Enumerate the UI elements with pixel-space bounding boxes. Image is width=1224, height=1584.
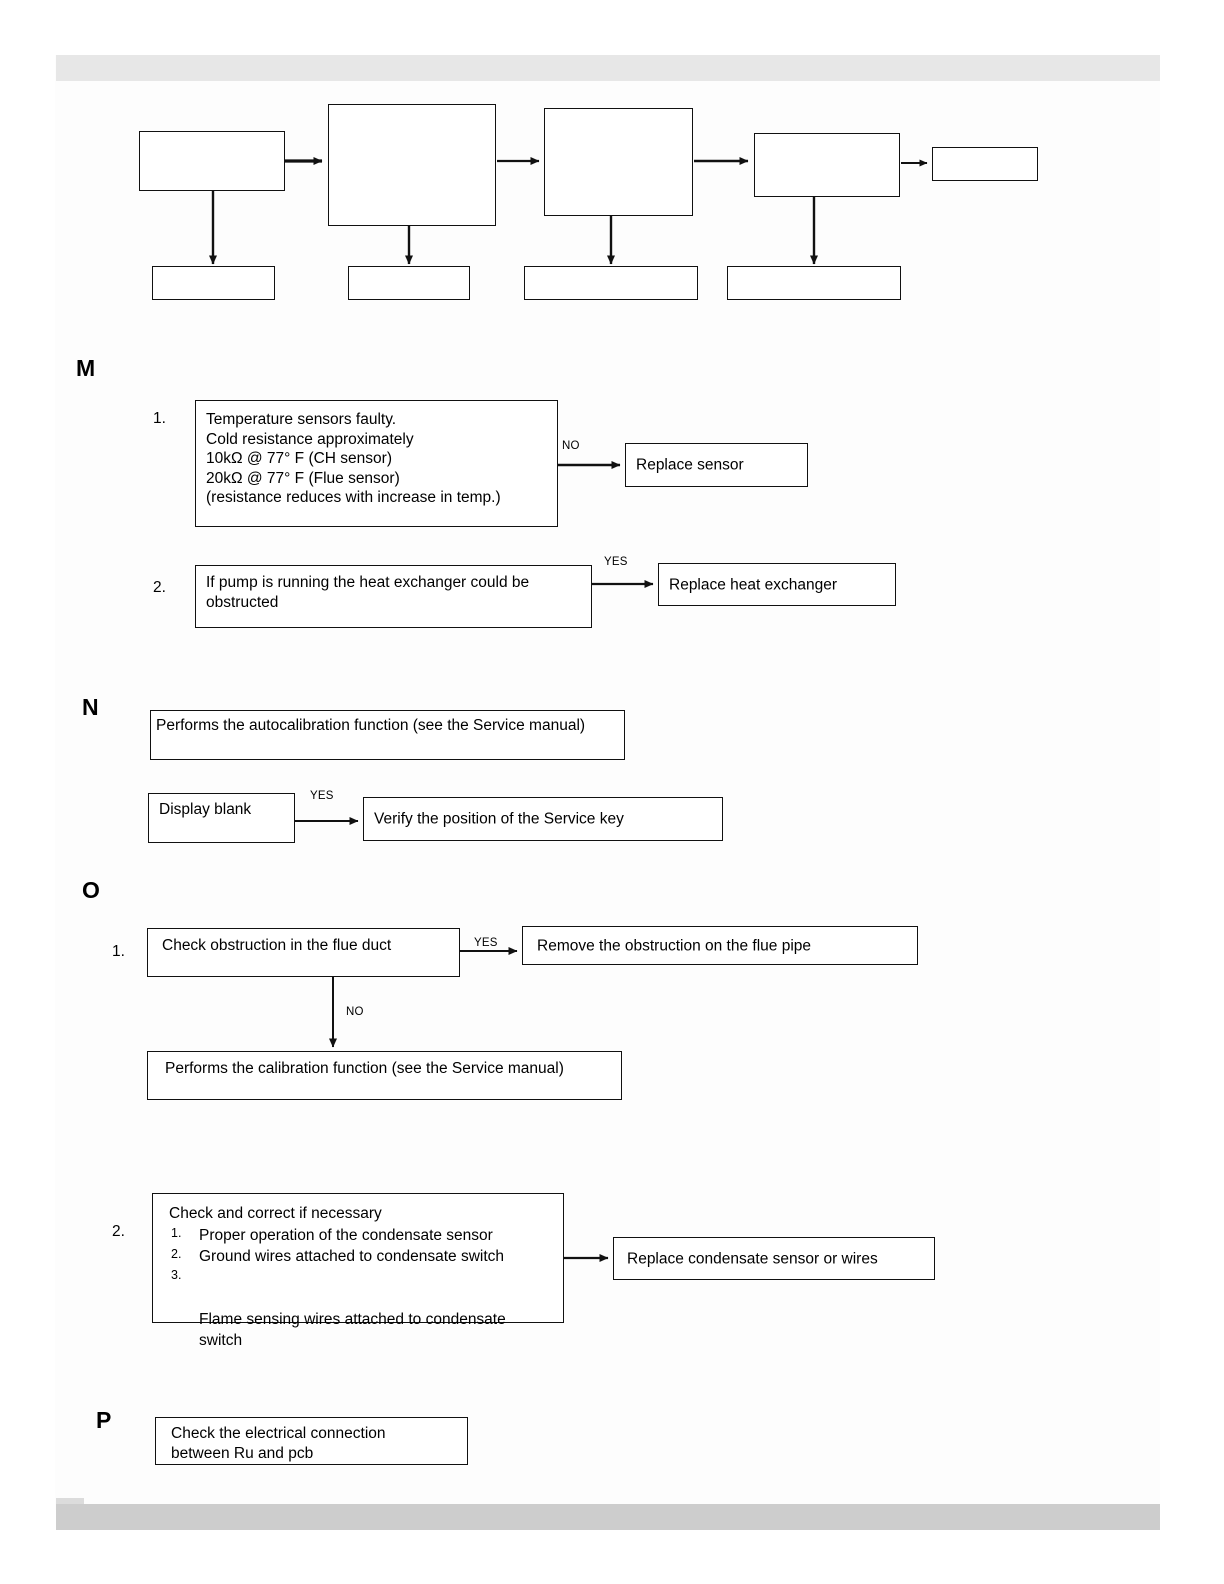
section-m-item-1-result-text: Replace sensor bbox=[636, 456, 744, 474]
section-n-item-1-text: Performs the autocalibration function (s… bbox=[156, 717, 586, 734]
section-o-item-1-branch-yes-label: YES bbox=[474, 937, 498, 949]
section-m-item-2-branch-label: YES bbox=[604, 556, 628, 568]
section-o-item-1-branch-no-label: NO bbox=[346, 1006, 364, 1018]
footer-band-notch bbox=[56, 1498, 84, 1506]
header-band bbox=[56, 55, 1160, 81]
footer-band bbox=[56, 1504, 1160, 1530]
flow-top-box-4 bbox=[754, 133, 900, 197]
list-item: 2. Ground wires attached to condensate s… bbox=[169, 1246, 557, 1267]
flow-top-box-5 bbox=[932, 147, 1038, 181]
section-m-item-1-branch-label: NO bbox=[562, 440, 580, 452]
list-item-index: 2. bbox=[171, 1247, 182, 1261]
flow-bottom-box-2 bbox=[348, 266, 470, 300]
list-item-text: Flame sensing wires attached to condensa… bbox=[199, 1311, 506, 1349]
section-letter-o: O bbox=[82, 877, 101, 903]
section-n-item-1-box: Performs the autocalibration function (s… bbox=[150, 710, 625, 760]
section-m-item-2-result-text: Replace heat exchanger bbox=[669, 575, 838, 593]
list-item-index: 1. bbox=[171, 1226, 182, 1240]
list-item-index: 3. bbox=[171, 1268, 182, 1282]
section-o-item-1-result-no-text: Performs the calibration function (see t… bbox=[165, 1060, 564, 1077]
section-o-item-1-text: Check obstruction in the flue duct bbox=[162, 937, 392, 954]
section-letter-n: N bbox=[82, 694, 99, 720]
flow-top-box-2 bbox=[328, 104, 496, 226]
section-m-item-1-result-box: Replace sensor bbox=[625, 443, 808, 487]
section-letter-m: M bbox=[76, 355, 96, 381]
flow-top-box-1 bbox=[139, 131, 285, 191]
section-n-item-2-branch-label: YES bbox=[310, 790, 334, 802]
section-m-item-2-ordinal: 2. bbox=[153, 579, 166, 596]
section-m-item-2-box: If pump is running the heat exchanger co… bbox=[195, 565, 592, 628]
section-o-item-1-result-yes-box: Remove the obstruction on the flue pipe bbox=[522, 926, 918, 965]
list-item-text: Proper operation of the condensate senso… bbox=[199, 1227, 493, 1244]
section-n-item-2-result-box: Verify the position of the Service key bbox=[363, 797, 723, 841]
section-n-item-2-box: Display blank bbox=[148, 793, 295, 843]
section-o-item-1-result-no-box: Performs the calibration function (see t… bbox=[147, 1051, 622, 1100]
section-o-item-2-heading: Check and correct if necessary bbox=[169, 1205, 382, 1222]
section-m-item-1-ordinal: 1. bbox=[153, 410, 166, 427]
section-o-item-2-result-text: Replace condensate sensor or wires bbox=[627, 1249, 878, 1267]
section-m-item-1-box: Temperature sensors faulty. Cold resista… bbox=[195, 400, 558, 527]
section-m-item-1-text: Temperature sensors faulty. Cold resista… bbox=[206, 411, 501, 506]
flow-bottom-box-4 bbox=[727, 266, 901, 300]
flow-top-box-3 bbox=[544, 108, 693, 216]
section-n-item-2-text: Display blank bbox=[159, 801, 252, 818]
flow-bottom-box-1 bbox=[152, 266, 275, 300]
section-letter-p: P bbox=[96, 1407, 112, 1433]
section-o-item-1-result-yes-text: Remove the obstruction on the flue pipe bbox=[537, 936, 812, 954]
section-o-item-2-ordinal: 2. bbox=[112, 1223, 125, 1240]
section-o-item-2-result-box: Replace condensate sensor or wires bbox=[613, 1237, 935, 1280]
section-m-item-2-result-box: Replace heat exchanger bbox=[658, 563, 896, 606]
flow-bottom-box-3 bbox=[524, 266, 698, 300]
section-o-item-2-list: Check and correct if necessary 1. Proper… bbox=[169, 1203, 557, 1351]
section-o-item-1-ordinal: 1. bbox=[112, 943, 125, 960]
section-o-item-1-box: Check obstruction in the flue duct bbox=[147, 928, 460, 977]
section-m-item-2-text: If pump is running the heat exchanger co… bbox=[206, 574, 530, 611]
section-n-item-2-result-text: Verify the position of the Service key bbox=[374, 810, 624, 828]
section-o-item-2-box: Check and correct if necessary 1. Proper… bbox=[152, 1193, 564, 1349]
list-item: 3. Flame sensing wires attached to conde… bbox=[169, 1267, 557, 1351]
section-p-item-1-box: Check the electrical connection between … bbox=[155, 1417, 468, 1465]
section-p-item-1-text: Check the electrical connection between … bbox=[171, 1425, 386, 1462]
list-item-text: Ground wires attached to condensate swit… bbox=[199, 1248, 505, 1265]
list-item: 1. Proper operation of the condensate se… bbox=[169, 1225, 557, 1246]
